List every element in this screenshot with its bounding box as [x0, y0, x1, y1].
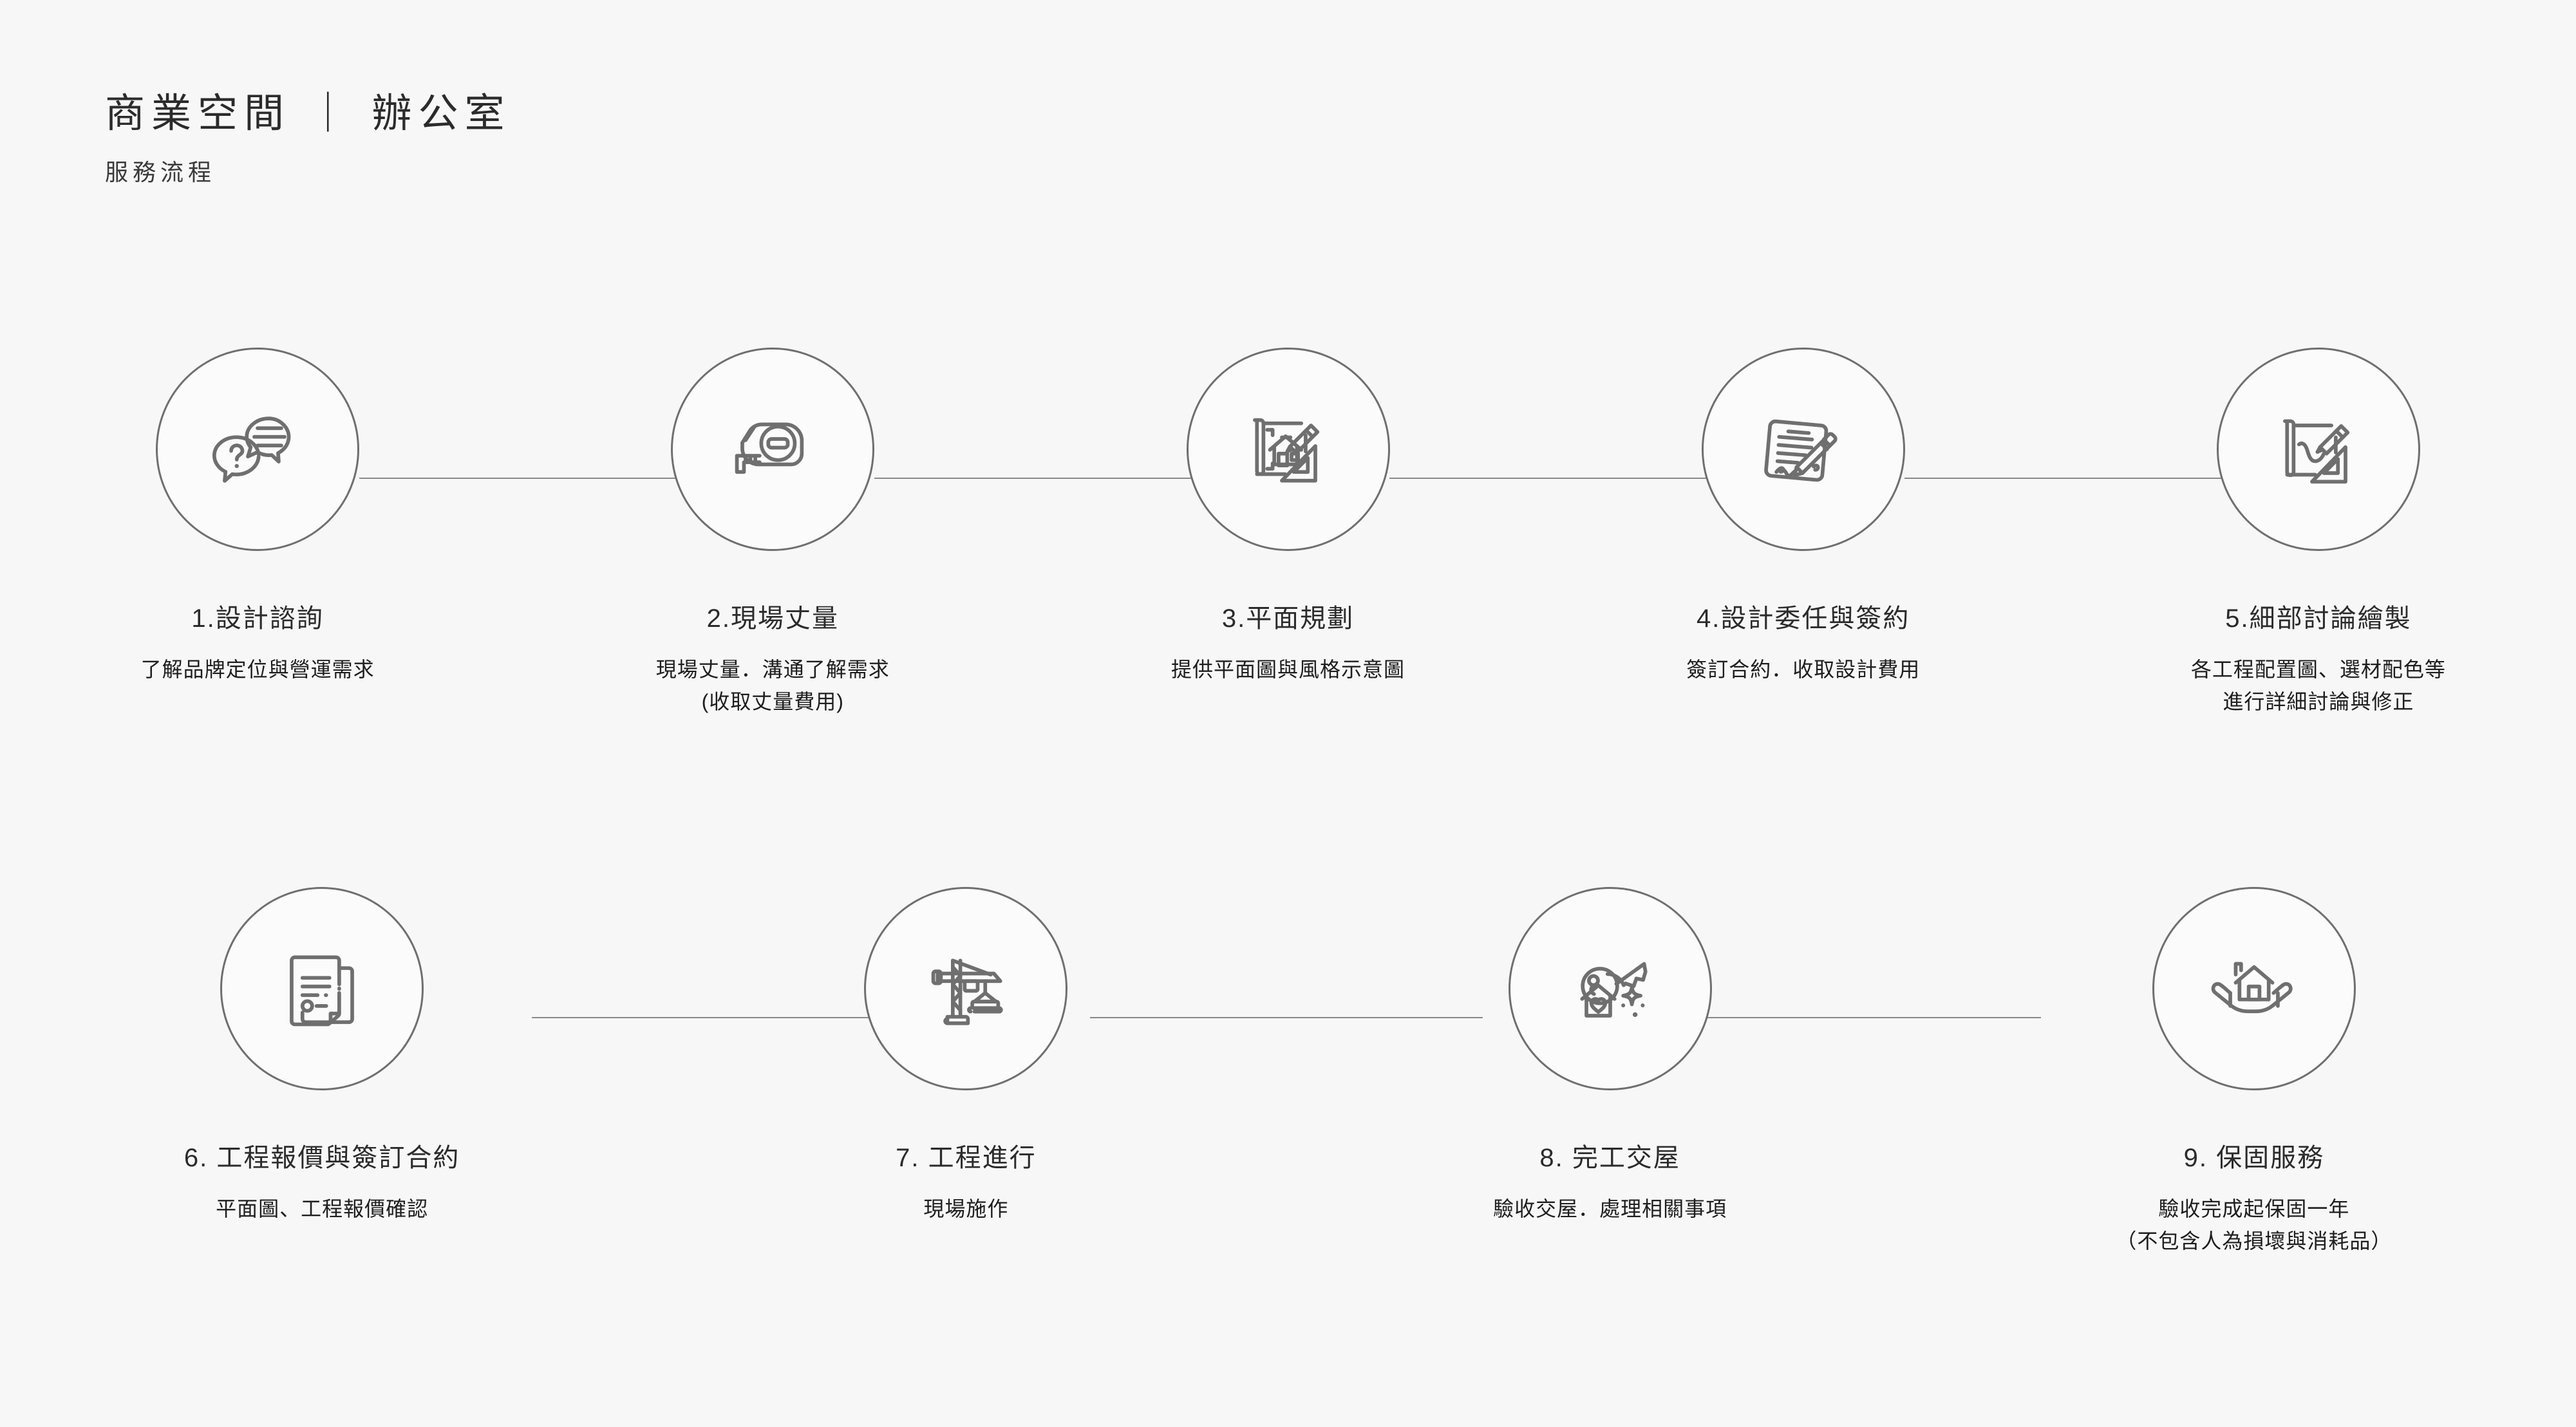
- step-8-icon-circle: [1508, 887, 1712, 1090]
- step-9-desc-line-2: （不包含人為損壞與消耗品）: [2116, 1229, 2393, 1253]
- step-4-desc-line-1: 簽訂合約．收取設計費用: [1686, 658, 1921, 681]
- step-3-description: 提供平面圖與風格示意圖: [1171, 654, 1405, 686]
- house-key-sparkle-icon: [1556, 935, 1664, 1043]
- step-6-description: 平面圖、工程報價確認: [216, 1193, 428, 1226]
- process-step-3[interactable]: 3.平面規劃 提供平面圖與風格示意圖: [1030, 348, 1545, 686]
- step-3-title: 3.平面規劃: [1221, 604, 1355, 633]
- process-flow-row-2: 6. 工程報價與簽訂合約 平面圖、工程報價確認: [0, 887, 2576, 1257]
- step-2-icon-circle: [671, 348, 875, 551]
- step-5-title: 5.細部討論繪製: [2225, 604, 2412, 633]
- step-7-title: 7. 工程進行: [896, 1144, 1037, 1172]
- connector-line-4-5: [1904, 478, 2221, 479]
- step-4-description: 簽訂合約．收取設計費用: [1686, 654, 1920, 686]
- connector-line-7-8: [1090, 1017, 1483, 1018]
- blueprint-house-pencil-ruler-icon: [1234, 395, 1342, 503]
- step-6-desc-line-1: 平面圖、工程報價確認: [216, 1197, 429, 1220]
- tape-measure-icon: [719, 395, 827, 503]
- process-step-4[interactable]: 4.設計委任與簽約 簽訂合約．收取設計費用: [1546, 348, 2061, 686]
- step-6-title: 6. 工程報價與簽訂合約: [183, 1144, 460, 1172]
- step-1-title: 1.設計諮詢: [191, 604, 324, 633]
- step-8-desc-line-1: 驗收交屋．處理相關事項: [1493, 1197, 1727, 1220]
- step-3-desc-line-1: 提供平面圖與風格示意圖: [1171, 658, 1406, 681]
- step-9-desc-line-1: 驗收完成起保固一年: [2158, 1197, 2350, 1220]
- step-3-icon-circle: [1186, 348, 1390, 551]
- tower-crane-icon: [912, 935, 1020, 1043]
- step-2-title: 2.現場丈量: [706, 604, 839, 633]
- process-step-5[interactable]: 5.細部討論繪製 各工程配置圖、選材配色等 進行詳細討論與修正: [2061, 348, 2576, 718]
- process-step-9[interactable]: 9. 保固服務 驗收完成起保固一年 （不包含人為損壞與消耗品）: [1932, 887, 2576, 1257]
- step-5-desc-line-1: 各工程配置圖、選材配色等: [2190, 658, 2446, 681]
- step-5-icon-circle: [2216, 348, 2420, 551]
- drafting-board-pencil-ruler-icon: [2264, 395, 2373, 503]
- contract-signing-pen-icon: [1749, 395, 1857, 503]
- process-step-2[interactable]: 2.現場丈量 現場丈量．溝通了解需求 (收取丈量費用): [515, 348, 1030, 718]
- step-7-icon-circle: [864, 887, 1068, 1090]
- step-4-icon-circle: [1701, 348, 1905, 551]
- page-subtitle: 服務流程: [105, 159, 216, 186]
- step-6-icon-circle: [220, 887, 424, 1090]
- step-7-description: 現場施作: [923, 1193, 1008, 1226]
- step-9-icon-circle: [2152, 887, 2356, 1090]
- speech-bubbles-question-icon: [203, 395, 312, 503]
- connector-line-1-2: [359, 478, 676, 479]
- connector-line-3-4: [1389, 478, 1706, 479]
- step-4-title: 4.設計委任與簽約: [1697, 604, 1910, 633]
- connector-line-6-7: [532, 1017, 925, 1018]
- step-2-desc-line-1: 現場丈量．溝通了解需求: [655, 658, 890, 681]
- connector-line-2-3: [874, 478, 1191, 479]
- stacked-documents-quotation-icon: [268, 935, 376, 1043]
- process-step-6[interactable]: 6. 工程報價與簽訂合約 平面圖、工程報價確認: [0, 887, 644, 1226]
- step-8-title: 8. 完工交屋: [1539, 1144, 1680, 1172]
- step-5-desc-line-2: 進行詳細討論與修正: [2223, 689, 2414, 713]
- connector-line-8-9: [1648, 1017, 2041, 1018]
- page-title: 商業空間 ｜ 辦公室: [105, 91, 511, 136]
- step-5-description: 各工程配置圖、選材配色等 進行詳細討論與修正: [2191, 654, 2446, 718]
- step-1-desc-line-1: 了解品牌定位與營運需求: [140, 658, 375, 681]
- process-step-1[interactable]: 1.設計諮詢 了解品牌定位與營運需求: [0, 348, 515, 686]
- step-1-description: 了解品牌定位與營運需求: [141, 654, 375, 686]
- hands-holding-house-icon: [2200, 935, 2308, 1043]
- process-step-8[interactable]: 8. 完工交屋 驗收交屋．處理相關事項: [1288, 887, 1932, 1226]
- step-1-icon-circle: [156, 348, 360, 551]
- process-flow-row-1: 1.設計諮詢 了解品牌定位與營運需求 2.現場丈量: [0, 348, 2576, 718]
- page-header: 商業空間 ｜ 辦公室 服務流程: [105, 90, 511, 187]
- step-2-desc-line-2: (收取丈量費用): [701, 689, 844, 713]
- step-9-title: 9. 保固服務: [2183, 1144, 2325, 1172]
- step-2-description: 現場丈量．溝通了解需求 (收取丈量費用): [656, 654, 890, 718]
- process-step-7[interactable]: 7. 工程進行 現場施作: [644, 887, 1288, 1226]
- step-7-desc-line-1: 現場施作: [923, 1197, 1009, 1220]
- step-9-description: 驗收完成起保固一年 （不包含人為損壞與消耗品）: [2116, 1193, 2392, 1257]
- step-8-description: 驗收交屋．處理相關事項: [1493, 1193, 1727, 1226]
